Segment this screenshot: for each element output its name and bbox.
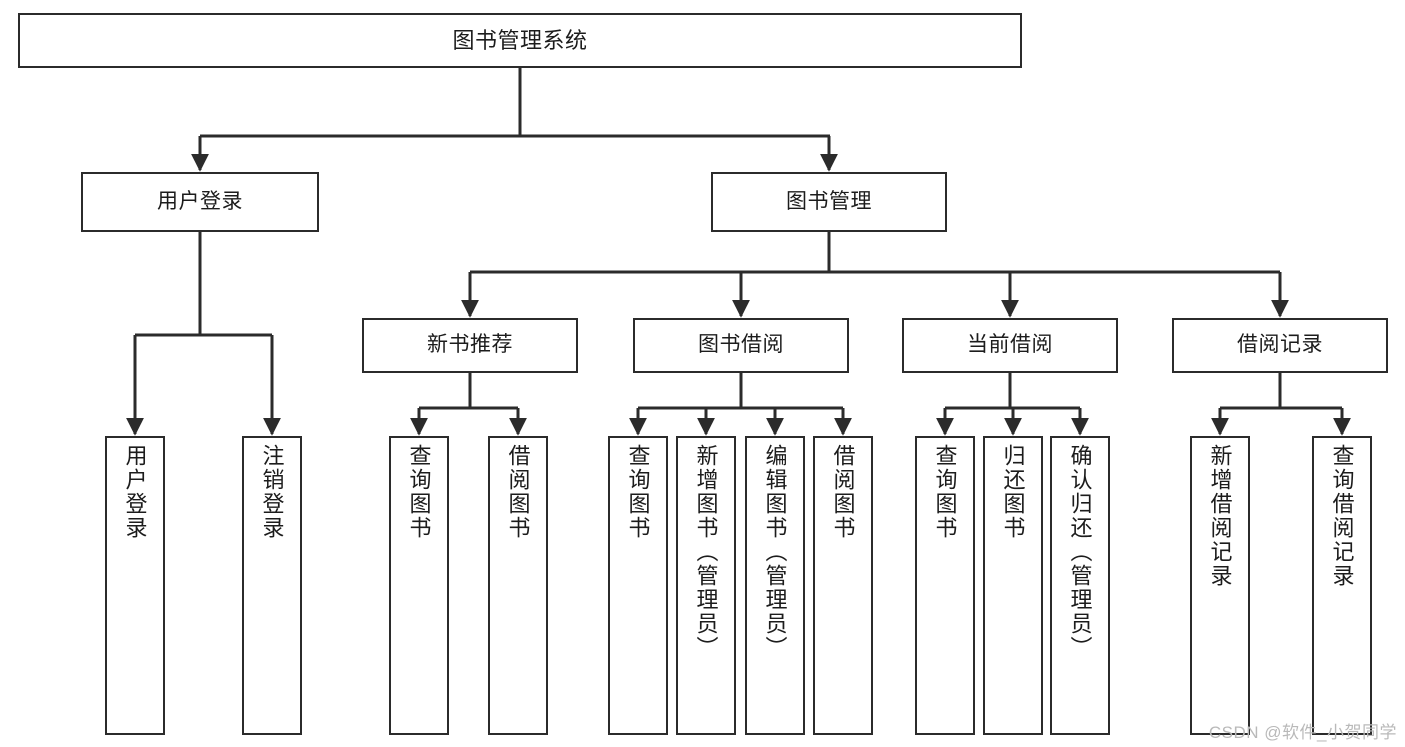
node-book-manage[interactable]: 图书管理: [711, 172, 947, 232]
node-root-label: 图书管理系统: [452, 27, 588, 53]
node-leaf-query-record[interactable]: 查询借阅记录: [1312, 436, 1372, 735]
node-book-borrow[interactable]: 图书借阅: [633, 318, 849, 373]
node-user-login[interactable]: 用户登录: [81, 172, 319, 232]
node-leaf-return-book-label: 归还图书: [1000, 444, 1026, 540]
node-leaf-query-record-label: 查询借阅记录: [1329, 444, 1355, 588]
node-leaf-query-book-borrow[interactable]: 查询图书: [608, 436, 668, 735]
node-leaf-user-logout-label: 注销登录: [259, 444, 285, 540]
node-book-borrow-label: 图书借阅: [698, 333, 784, 357]
node-leaf-borrow-book[interactable]: 借阅图书: [813, 436, 873, 735]
node-leaf-borrow-book-label: 借阅图书: [830, 444, 856, 540]
node-new-book-rec-label: 新书推荐: [427, 333, 513, 357]
node-user-login-label: 用户登录: [157, 189, 243, 213]
csdn-watermark: CSDN @软件_小贺同学: [1208, 723, 1397, 742]
node-leaf-borrow-book-rec[interactable]: 借阅图书: [488, 436, 548, 735]
node-leaf-query-book-rec-label: 查询图书: [406, 444, 432, 540]
node-leaf-user-logout[interactable]: 注销登录: [242, 436, 302, 735]
node-leaf-user-login[interactable]: 用户登录: [105, 436, 165, 735]
node-leaf-confirm-return[interactable]: 确认归还（管理员）: [1050, 436, 1110, 735]
node-leaf-edit-book-label: 编辑图书（管理员）: [762, 444, 788, 660]
node-leaf-query-book-rec[interactable]: 查询图书: [389, 436, 449, 735]
node-leaf-confirm-return-label: 确认归还（管理员）: [1067, 444, 1093, 660]
node-borrow-record[interactable]: 借阅记录: [1172, 318, 1388, 373]
node-leaf-add-book-label: 新增图书（管理员）: [693, 444, 719, 660]
node-leaf-return-book[interactable]: 归还图书: [983, 436, 1043, 735]
node-new-book-rec[interactable]: 新书推荐: [362, 318, 578, 373]
node-current-borrow[interactable]: 当前借阅: [902, 318, 1118, 373]
node-leaf-query-book-borrow-label: 查询图书: [625, 444, 651, 540]
node-root[interactable]: 图书管理系统: [18, 13, 1022, 68]
node-leaf-add-record-label: 新增借阅记录: [1207, 444, 1233, 588]
node-leaf-edit-book[interactable]: 编辑图书（管理员）: [745, 436, 805, 735]
node-book-manage-label: 图书管理: [786, 189, 872, 213]
node-current-borrow-label: 当前借阅: [967, 333, 1053, 357]
node-leaf-add-record[interactable]: 新增借阅记录: [1190, 436, 1250, 735]
node-leaf-add-book[interactable]: 新增图书（管理员）: [676, 436, 736, 735]
node-leaf-query-book-current[interactable]: 查询图书: [915, 436, 975, 735]
node-leaf-borrow-book-rec-label: 借阅图书: [505, 444, 531, 540]
node-leaf-user-login-label: 用户登录: [122, 444, 148, 540]
node-leaf-query-book-current-label: 查询图书: [932, 444, 958, 540]
node-borrow-record-label: 借阅记录: [1237, 333, 1323, 357]
